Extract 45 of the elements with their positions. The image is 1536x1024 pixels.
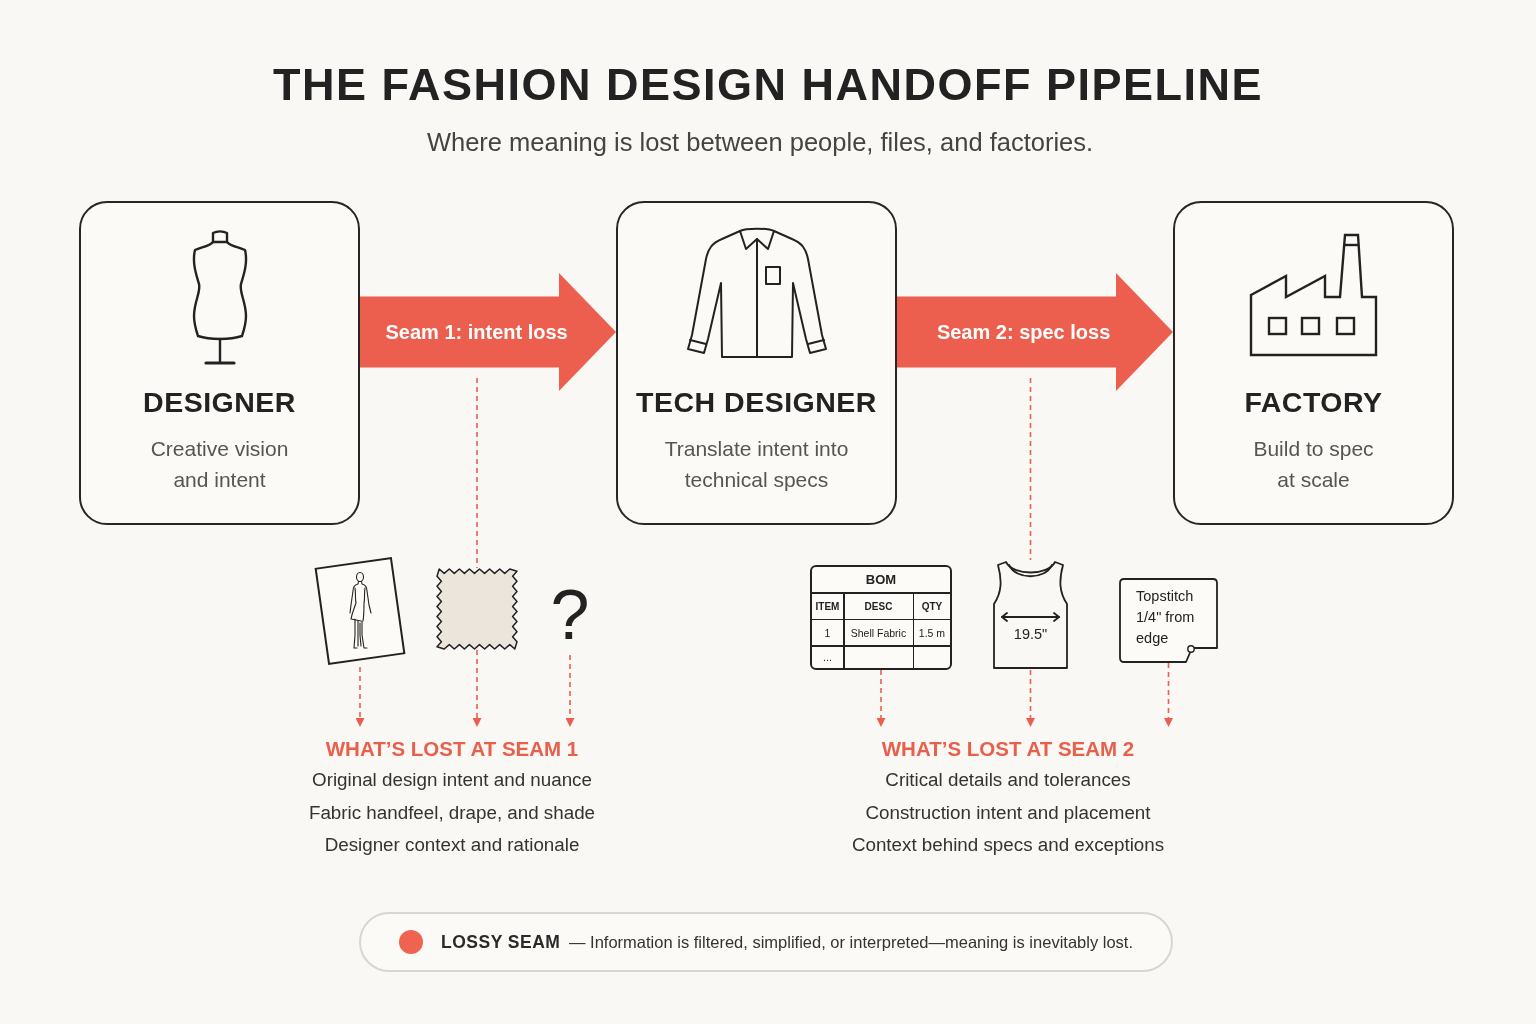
subtitle: Where meaning is lost between people, files, and factories. xyxy=(426,127,1094,158)
note-text: Topstitch 1/4" from edge xyxy=(1136,587,1196,648)
role-card xyxy=(616,201,897,525)
role-title: TECH DESIGNER xyxy=(636,385,877,420)
table-cell: 1.5 m xyxy=(914,620,950,645)
title: THE FASHION DESIGN HANDOFF PIPELINE xyxy=(272,58,1264,112)
dashed-arrow xyxy=(1026,669,1035,727)
table-cell: Shell Fabric xyxy=(844,620,913,645)
block-arrow xyxy=(897,273,1173,391)
dashed-arrow xyxy=(472,649,482,727)
block-arrow xyxy=(360,273,616,391)
role-card xyxy=(79,201,360,525)
table-title: BOM xyxy=(812,567,950,592)
bom-table xyxy=(810,565,952,670)
edge-label: Seam 2: spec loss xyxy=(936,320,1111,344)
legend-text: LOSSY SEAM — Information is filtered, simplified, or interpreted—meaning is inevitably lost. xyxy=(441,931,1133,953)
role-description: Translate intent into technical specs xyxy=(664,436,849,493)
dashed-line xyxy=(476,377,478,569)
column-header: QTY xyxy=(914,593,950,619)
table-cell: ... xyxy=(812,646,843,668)
lost-item: Context behind specs and exceptions xyxy=(851,833,1165,857)
role-card xyxy=(1173,201,1454,525)
dashed-line xyxy=(1029,377,1032,561)
dashed-arrow xyxy=(876,669,886,727)
lost-item: Critical details and tolerances xyxy=(885,768,1131,792)
lost-item: Fabric handfeel, drape, and shade xyxy=(308,800,596,825)
dashed-arrow xyxy=(1164,662,1173,727)
question-mark: ? xyxy=(550,575,590,655)
lost-item: Construction intent and placement xyxy=(865,800,1151,825)
role-title: FACTORY xyxy=(1244,385,1383,420)
lost-item: Original design intent and nuance xyxy=(312,768,592,792)
measurement-label: 19.5" xyxy=(1013,625,1048,643)
column-header: DESC xyxy=(844,593,913,619)
role-description: Creative vision and intent xyxy=(150,436,289,493)
edge-label: Seam 1: intent loss xyxy=(385,320,568,344)
column-header: ITEM xyxy=(812,593,843,619)
dashed-arrow xyxy=(355,666,365,727)
fabric-swatch-icon xyxy=(436,568,518,650)
role-title: DESIGNER xyxy=(143,385,296,420)
role-description: Build to spec at scale xyxy=(1252,436,1375,493)
table-cell: 1 xyxy=(812,620,843,645)
section-heading: WHAT’S LOST AT SEAM 2 xyxy=(881,736,1135,762)
lost-item: Designer context and rationale xyxy=(324,833,580,857)
section-heading: WHAT’S LOST AT SEAM 1 xyxy=(325,736,579,762)
dashed-arrow xyxy=(565,654,575,727)
